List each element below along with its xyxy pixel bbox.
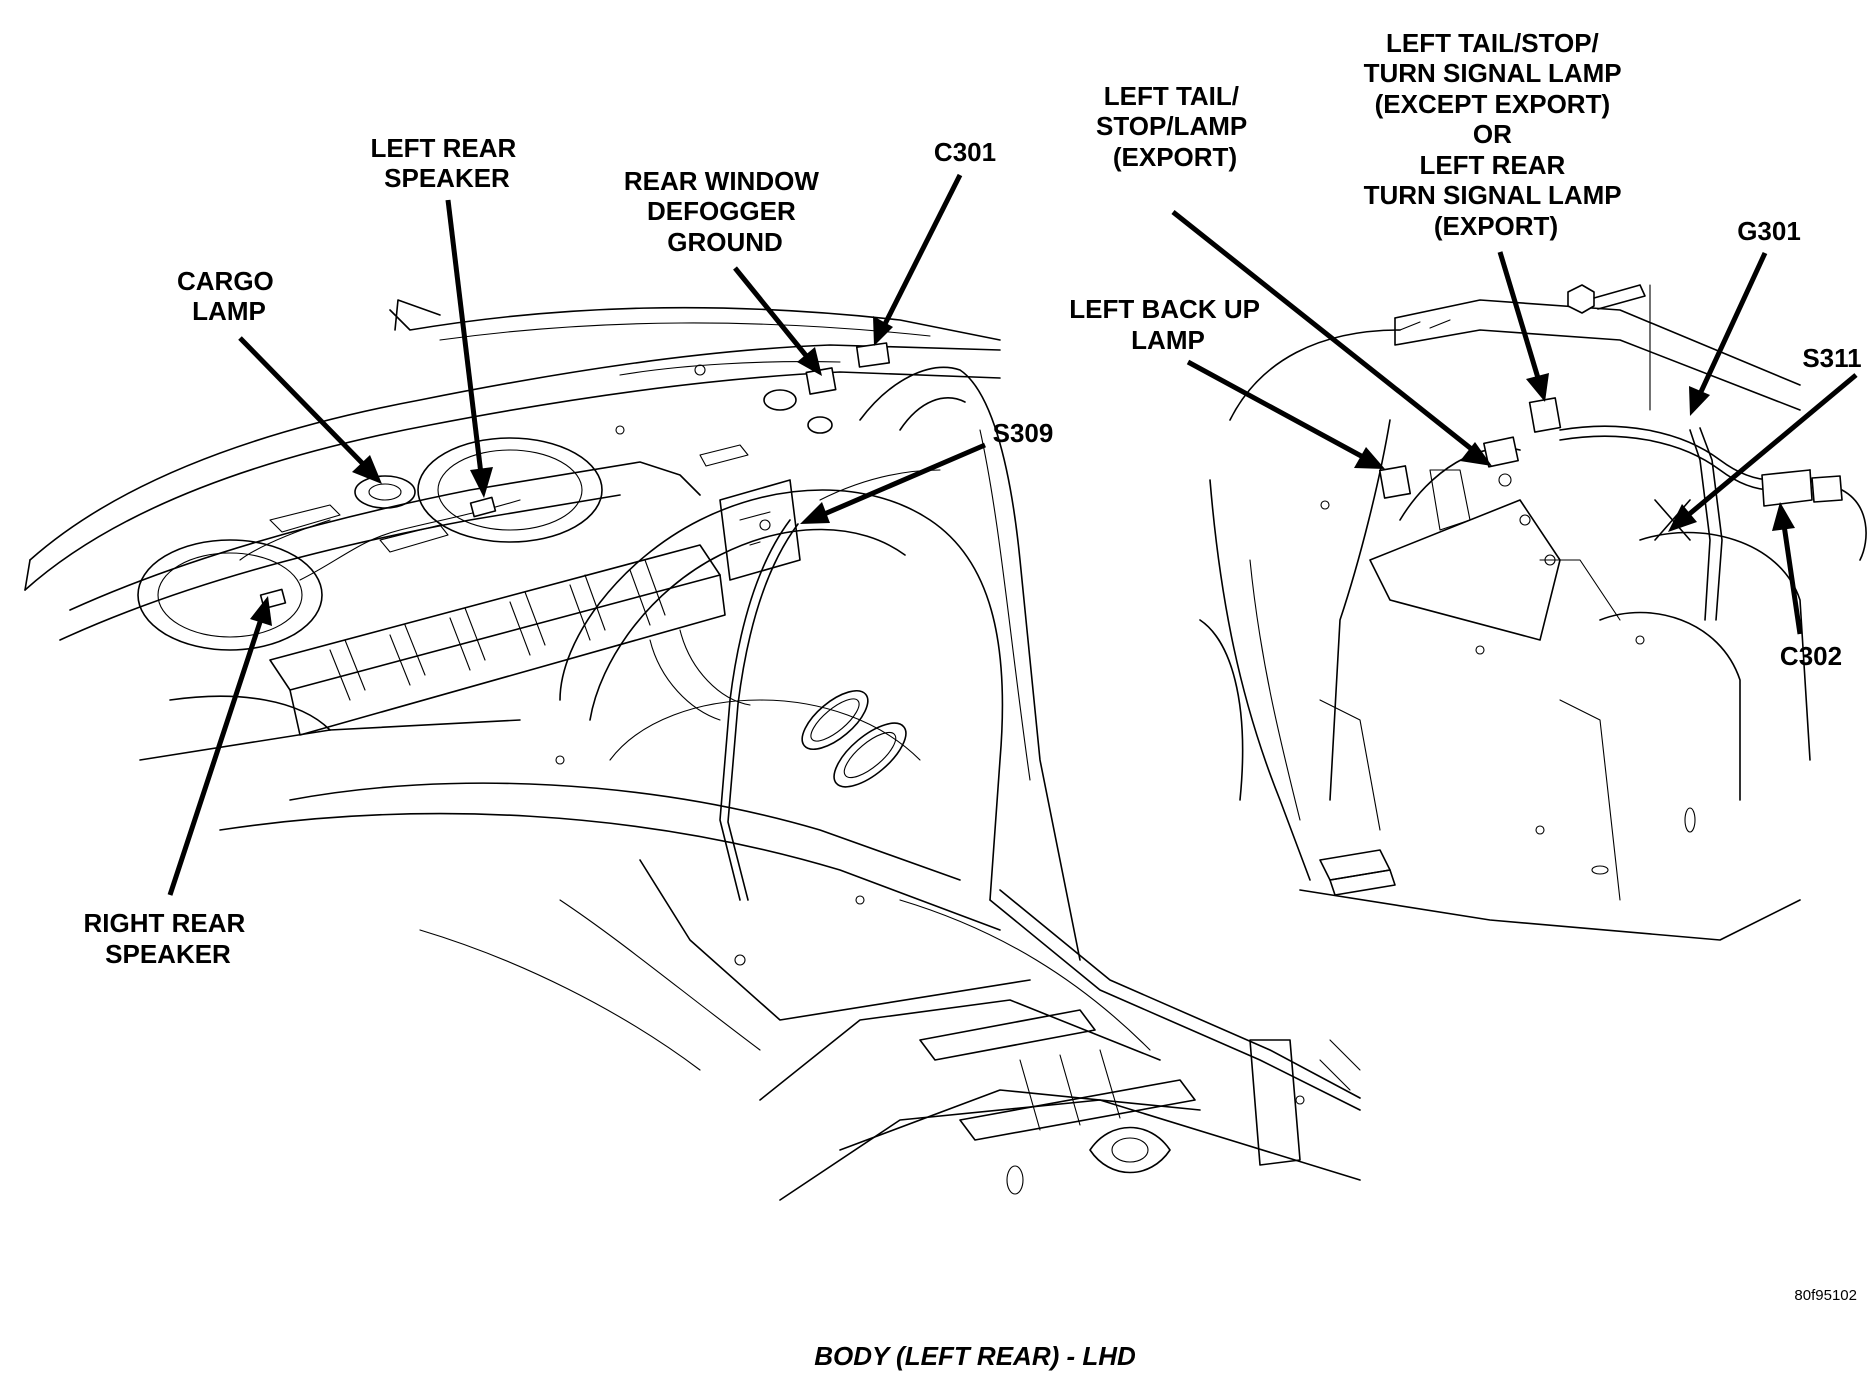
callout-tail-export-line-3: (EXPORT) — [1113, 142, 1237, 172]
callout-s309-line-1: S309 — [993, 418, 1054, 448]
leader-lines — [167, 173, 1858, 896]
right-view-lamp-area-illustration — [1199, 284, 1867, 941]
leader-cargo-lamp — [238, 336, 368, 469]
callout-tail-turn-line-3: (EXCEPT EXPORT) — [1375, 89, 1610, 119]
arrowhead-c301 — [873, 316, 893, 346]
callout-c302: C302 — [1780, 641, 1842, 671]
leader-g301 — [1697, 251, 1768, 396]
callout-rear-window-defogger-ground: REAR WINDOW DEFOGGER GROUND — [624, 166, 826, 257]
callout-right-rear-speaker-line-2: SPEAKER — [105, 939, 231, 969]
callout-c301-line-1: C301 — [934, 137, 996, 167]
leader-left-rear-speaker — [445, 199, 484, 475]
callout-tail-export-line-2: STOP/LAMP — [1096, 111, 1247, 141]
callout-left-rear-speaker-line-2: SPEAKER — [384, 163, 510, 193]
callout-left-rear-speaker: LEFT REAR SPEAKER — [370, 133, 523, 193]
arrowhead-cargo-lamp — [352, 455, 382, 484]
arrowhead-g301 — [1689, 386, 1710, 416]
left-view-trunk-illustration — [24, 299, 1361, 1201]
diagram-caption: BODY (LEFT REAR) - LHD — [814, 1341, 1136, 1371]
callout-tail-turn-line-1: LEFT TAIL/STOP/ — [1386, 28, 1599, 58]
arrowhead-right-rear-speaker — [250, 596, 272, 626]
leader-s311 — [1685, 373, 1858, 518]
leader-s309 — [821, 442, 986, 518]
callout-right-rear-speaker: RIGHT REAR SPEAKER — [83, 908, 252, 969]
callout-labels: CARGO LAMP LEFT REAR SPEAKER REAR WINDOW… — [83, 28, 1861, 969]
callout-right-rear-speaker-line-1: RIGHT REAR — [83, 908, 245, 938]
callout-left-rear-speaker-line-1: LEFT REAR — [370, 133, 516, 163]
callout-left-tail-stop-turn-signal-lamp: LEFT TAIL/STOP/ TURN SIGNAL LAMP (EXCEPT… — [1364, 28, 1629, 241]
leader-c301 — [881, 173, 963, 328]
leader-right-rear-speaker — [167, 618, 264, 896]
callout-left-tail-stop-lamp-export: LEFT TAIL/ STOP/LAMP (EXPORT) — [1096, 81, 1254, 172]
leader-left-tail-stop-lamp-export — [1171, 210, 1476, 453]
arrowhead-s309 — [800, 502, 830, 524]
callout-c301: C301 — [934, 137, 996, 167]
callout-back-up-line-1: LEFT BACK UP — [1069, 294, 1259, 324]
callout-s311: S311 — [1802, 343, 1861, 373]
arrowhead-left-tail-stop-lamp-export — [1460, 442, 1492, 466]
callout-tail-turn-line-4: OR — [1473, 119, 1512, 149]
arrowhead-c302 — [1772, 502, 1795, 531]
arrowhead-left-rear-speaker — [470, 467, 493, 498]
callout-cargo-lamp-line-1: CARGO — [177, 266, 274, 296]
callout-defogger-line-2: DEFOGGER — [647, 196, 796, 226]
callout-back-up-line-2: LAMP — [1131, 325, 1205, 355]
callout-s309: S309 — [993, 418, 1054, 448]
callout-g301: G301 — [1737, 216, 1801, 246]
arrowhead-left-back-up-lamp — [1354, 447, 1385, 469]
leader-left-back-up-lamp — [1186, 359, 1365, 460]
leader-defogger-ground — [733, 266, 810, 360]
callout-tail-turn-line-6: TURN SIGNAL LAMP — [1364, 180, 1622, 210]
callout-defogger-line-1: REAR WINDOW — [624, 166, 819, 196]
callout-tail-turn-line-2: TURN SIGNAL LAMP — [1364, 58, 1622, 88]
leader-left-tail-stop-turn-lamp — [1497, 251, 1541, 379]
callout-defogger-line-3: GROUND — [667, 227, 783, 257]
callout-left-back-up-lamp: LEFT BACK UP LAMP — [1069, 294, 1266, 355]
callout-cargo-lamp: CARGO LAMP — [177, 266, 281, 326]
callout-c302-line-1: C302 — [1780, 641, 1842, 671]
figure-code: 80f95102 — [1794, 1287, 1857, 1304]
leader-c302 — [1781, 524, 1803, 635]
arrowhead-left-tail-stop-turn-lamp — [1526, 373, 1549, 402]
callout-tail-turn-line-7: (EXPORT) — [1434, 211, 1558, 241]
callout-s311-line-1: S311 — [1802, 343, 1861, 373]
callout-tail-turn-line-5: LEFT REAR — [1419, 150, 1565, 180]
callout-g301-line-1: G301 — [1737, 216, 1801, 246]
arrowhead-defogger-ground — [797, 347, 822, 376]
callout-tail-export-line-1: LEFT TAIL/ — [1104, 81, 1239, 111]
callout-cargo-lamp-line-2: LAMP — [192, 296, 266, 326]
arrowhead-s311 — [1668, 504, 1697, 532]
